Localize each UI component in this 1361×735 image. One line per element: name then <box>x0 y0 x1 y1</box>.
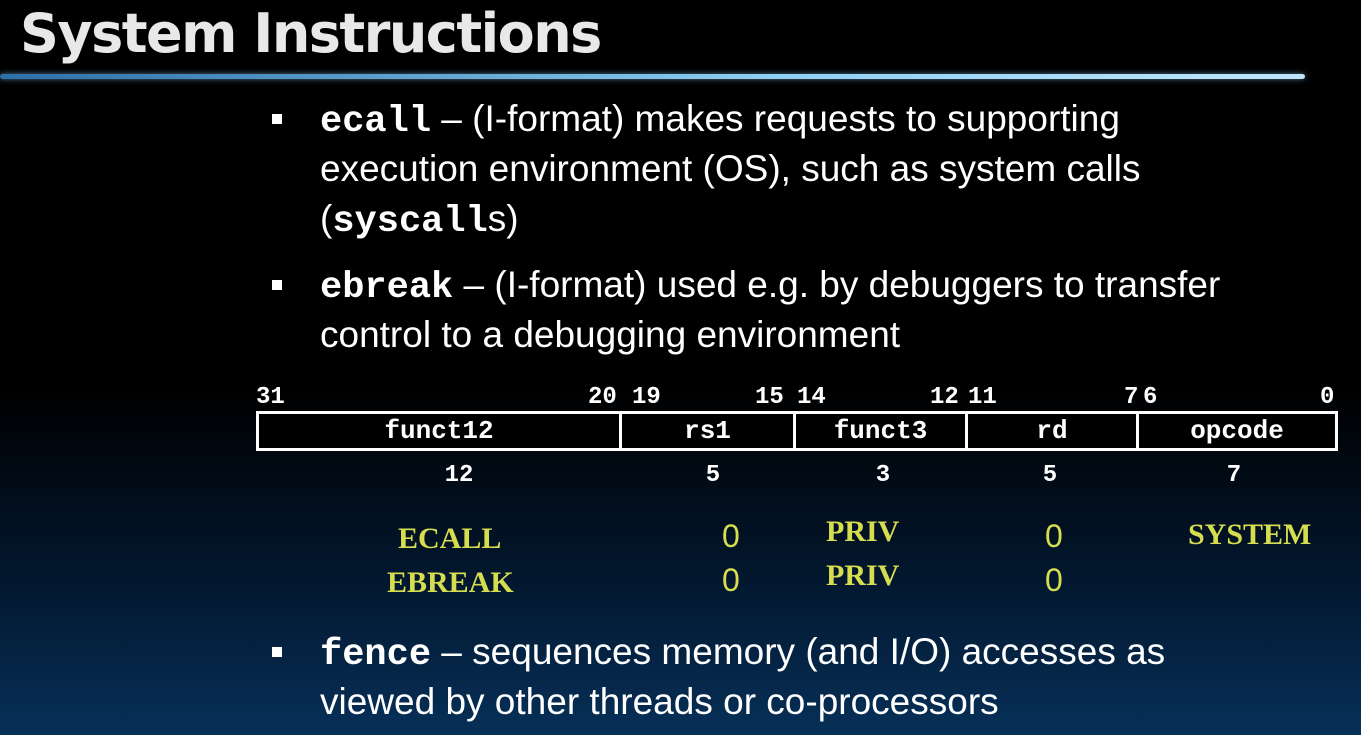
bit-number: 0 <box>1320 384 1335 411</box>
bullet-ebreak-line2: control to a debugging environment <box>320 314 901 355</box>
title-underline <box>0 74 1305 79</box>
bullet-fence-line2: viewed by other threads or co-processors <box>320 681 999 722</box>
code-fence: fence <box>320 634 432 676</box>
field-width-funct3: 3 <box>875 462 891 489</box>
field-width-opcode: 7 <box>1226 462 1242 489</box>
bit-number: 20 <box>588 384 617 411</box>
field-funct3: funct3 <box>833 416 928 446</box>
bullet-square-icon <box>272 647 282 657</box>
page-title: System Instructions <box>20 2 602 65</box>
field-opcode: opcode <box>1190 416 1284 446</box>
field-width-funct12: 12 <box>444 462 474 489</box>
field-rd: rd <box>1036 416 1068 446</box>
paren-open: ( <box>320 198 333 239</box>
bullet-fence-line1: fence – sequences memory (and I/O) acces… <box>320 627 1280 680</box>
bullet-ecall-line1: ecall – (I-format) makes requests to sup… <box>320 94 1280 147</box>
bullet-ecall-line3: (syscalls) <box>320 194 1280 247</box>
bit-number: 15 <box>755 384 784 411</box>
encoding-ebreak-name: EBREAK <box>387 566 514 599</box>
encoding-ecall-funct3: PRIV <box>826 515 900 548</box>
instruction-format-box: funct12 rs1 funct3 rd opcode <box>256 411 1338 451</box>
bit-number: 31 <box>256 384 285 411</box>
field-divider <box>793 414 796 448</box>
encoding-ecall-opcode: SYSTEM <box>1188 518 1312 551</box>
bit-number: 11 <box>968 384 997 411</box>
bullet-square-icon <box>272 280 282 290</box>
encoding-ecall-rd: 0 <box>1045 518 1063 554</box>
bullet-fence-desc: – sequences memory (and I/O) accesses as <box>431 631 1166 672</box>
field-divider <box>1136 414 1139 448</box>
bit-number: 6 <box>1143 384 1158 411</box>
encoding-ebreak-rd: 0 <box>1045 562 1063 598</box>
bit-number: 12 <box>930 384 959 411</box>
bit-number: 19 <box>632 384 661 411</box>
field-divider <box>965 414 968 448</box>
field-rs1: rs1 <box>684 416 731 446</box>
code-ebreak: ebreak <box>320 267 454 309</box>
bullet-ecall-desc: – (I-format) makes requests to supportin… <box>431 98 1120 139</box>
encoding-ecall-rs1: 0 <box>722 518 740 554</box>
encoding-ebreak-funct3: PRIV <box>826 559 900 592</box>
bullet-ecall-line2: execution environment (OS), such as syst… <box>320 148 1141 189</box>
encoding-ecall-name: ECALL <box>398 522 502 555</box>
code-syscall: syscall <box>332 201 488 243</box>
bullet-ebreak-line1: ebreak – (I-format) used e.g. by debugge… <box>320 260 1280 313</box>
code-ecall: ecall <box>320 101 432 143</box>
encoding-ebreak-rs1: 0 <box>722 562 740 598</box>
bit-number: 7 <box>1124 384 1139 411</box>
field-width-rd: 5 <box>1042 462 1058 489</box>
bullet-square-icon <box>272 114 282 124</box>
bit-number: 14 <box>797 384 826 411</box>
field-divider <box>619 414 622 448</box>
paren-close: s) <box>487 198 519 239</box>
field-width-rs1: 5 <box>705 462 721 489</box>
bullet-ebreak-desc: – (I-format) used e.g. by debuggers to t… <box>453 264 1221 305</box>
field-funct12: funct12 <box>384 416 494 446</box>
